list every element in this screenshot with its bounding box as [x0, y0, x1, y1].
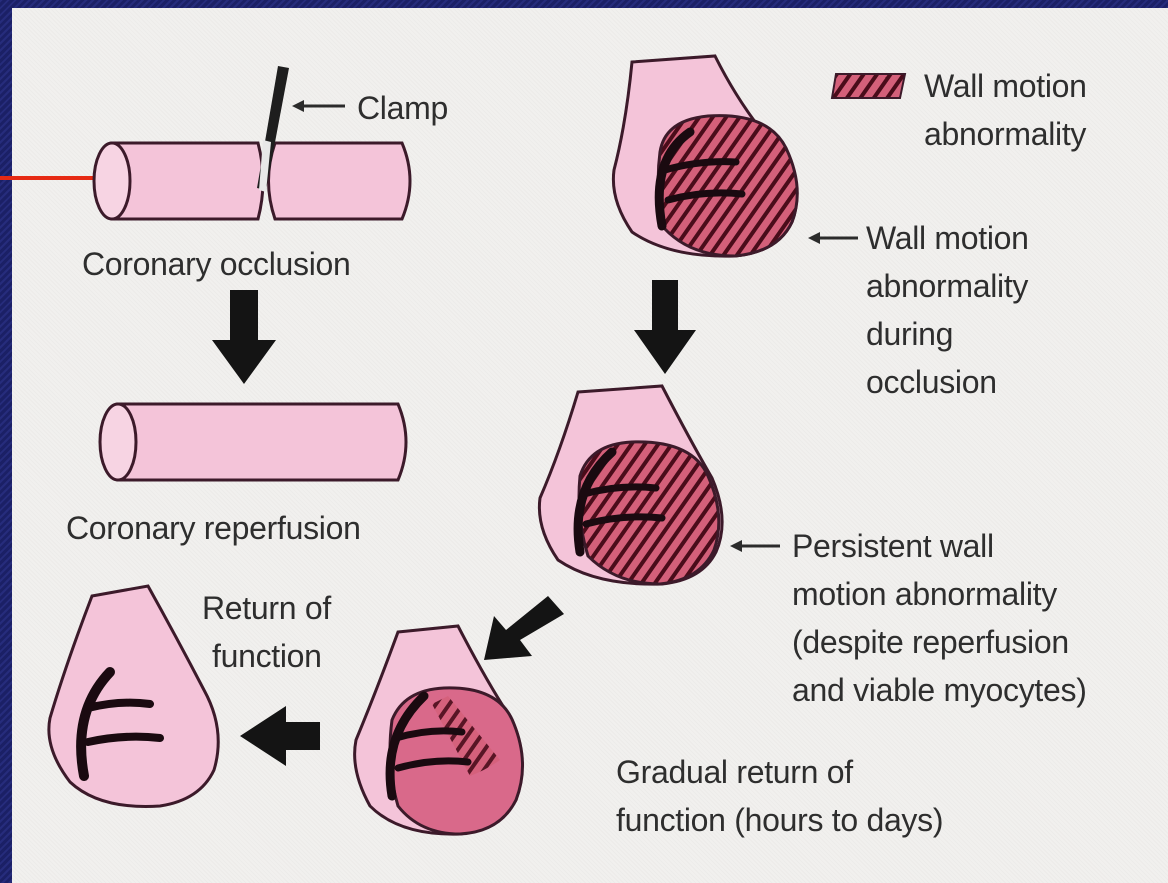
gradual-label-line2: function (hours to days): [616, 796, 943, 844]
occlusion-label-line2: abnormality: [866, 262, 1028, 310]
legend-label-line2: abnormality: [924, 110, 1086, 158]
occlusion-pointer-arrow-icon: [808, 232, 858, 244]
return-label-line1: Return of: [202, 584, 331, 632]
diagonal-arrow-icon: [484, 596, 564, 660]
clamp-label: Clamp: [357, 84, 448, 132]
coronary-reperfusion-label: Coronary reperfusion: [66, 504, 361, 552]
left-arrow-icon: [240, 706, 320, 766]
heart-return-of-function: [49, 586, 218, 807]
persistent-label-line3: (despite reperfusion: [792, 618, 1069, 666]
hatched-legend-swatch-icon: [832, 74, 905, 98]
occluded-vessel-left: [94, 143, 263, 219]
clamp-pointer-arrow-icon: [292, 100, 345, 112]
down-arrow-icon-right: [634, 280, 696, 374]
occlusion-label-line4: occlusion: [866, 358, 997, 406]
legend-label-line1: Wall motion: [924, 62, 1087, 110]
persistent-label-line1: Persistent wall: [792, 522, 994, 570]
coronary-occlusion-label: Coronary occlusion: [82, 240, 351, 288]
gradual-label-line1: Gradual return of: [616, 748, 853, 796]
occlusion-label-line3: during: [866, 310, 953, 358]
persistent-label-line2: motion abnormality: [792, 570, 1057, 618]
down-arrow-icon-left: [212, 290, 276, 384]
occluded-vessel-right: [269, 143, 411, 219]
return-label-line2: function: [212, 632, 322, 680]
occlusion-label-line1: Wall motion: [866, 214, 1029, 262]
reperfused-vessel: [100, 404, 406, 480]
heart-persistent-abnormality: [539, 386, 722, 584]
persistent-label-line4: and viable myocytes): [792, 666, 1087, 714]
persistent-pointer-arrow-icon: [730, 540, 780, 552]
heart-during-occlusion: [613, 56, 797, 256]
